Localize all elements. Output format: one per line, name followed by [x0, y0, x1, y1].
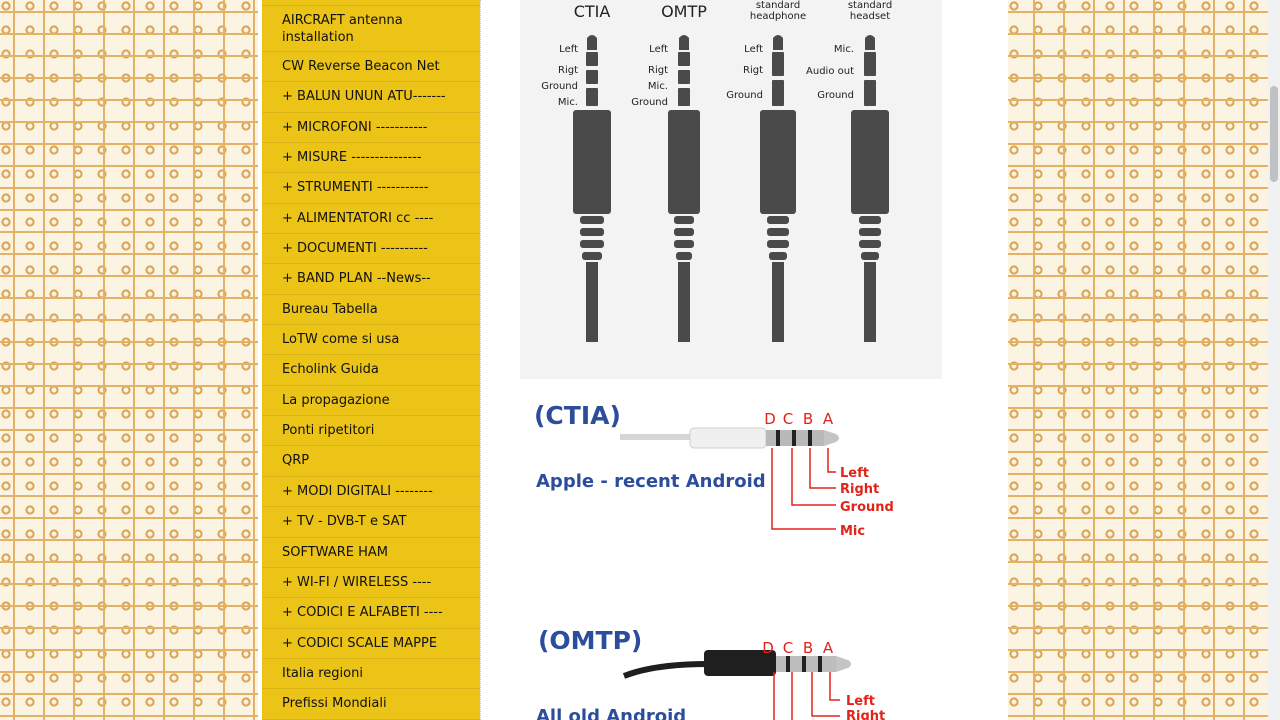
vertical-scrollbar[interactable] — [1268, 0, 1280, 720]
ctia-contact-d: D — [764, 410, 776, 428]
sidebar-item-ponti-ripetitori[interactable]: Ponti ripetitori — [262, 416, 480, 447]
column-divider — [480, 0, 482, 720]
omtp-contact-d: D — [762, 639, 774, 657]
sidebar-item-prefissi-mondiali[interactable]: Prefissi Mondiali — [262, 689, 480, 720]
ctia-pinout-image: (CTIA) Apple - recent Android D C B A Le… — [534, 401, 894, 539]
headset-label-mic: Mic. — [834, 44, 854, 55]
ctia-pin-leaders — [771, 448, 836, 530]
sidebar-item-bureau-tabella[interactable]: Bureau Tabella — [262, 295, 480, 326]
ctia-heading: (CTIA) — [534, 401, 621, 430]
headphone-label-left: Left — [744, 44, 763, 55]
headphone-label-ground: Ground — [726, 90, 763, 101]
sidebar-item-alimentatori[interactable]: + ALIMENTATORI cc ---- — [262, 204, 480, 235]
jack-title-omtp: OMTP — [661, 2, 707, 21]
ctia-subtitle: Apple - recent Android — [536, 471, 766, 492]
omtp-label-right: Rigt — [648, 65, 668, 76]
scrollbar-thumb[interactable] — [1270, 86, 1278, 182]
sidebar-item-software-ham[interactable]: SOFTWARE HAM — [262, 538, 480, 568]
sidebar-item-qrp[interactable]: QRP — [262, 446, 480, 477]
omtp-contact-a: A — [823, 639, 834, 657]
sidebar-item-balun-unun-atu[interactable]: + BALUN UNUN ATU------- — [262, 82, 480, 113]
sidebar-item-documenti[interactable]: + DOCUMENTI ---------- — [262, 234, 480, 265]
sidebar-menu: AIRCRAFT antenna installation CW Reverse… — [262, 0, 480, 720]
jack-title-ctia: CTIA — [574, 2, 611, 21]
sidebar-item-microfoni[interactable]: + MICROFONI ----------- — [262, 113, 480, 144]
jack-standard-headphone — [760, 35, 796, 342]
headset-label-ground: Ground — [817, 90, 854, 101]
omtp-heading: (OMTP) — [538, 626, 642, 655]
ctia-pin-right: Right — [840, 482, 879, 497]
ctia-label-ground: Ground — [541, 81, 578, 92]
sidebar-item-italia-regioni[interactable]: Italia regioni — [262, 659, 480, 690]
jack-omtp — [668, 35, 700, 342]
main-content: CTIA OMTP standard headphone standard he… — [482, 0, 1006, 720]
ctia-pin-ground: Ground — [840, 500, 894, 515]
omtp-label-left: Left — [649, 44, 668, 55]
sidebar-item-lotw[interactable]: LoTW come si usa — [262, 325, 480, 356]
sidebar-item-echolink[interactable]: Echolink Guida — [262, 355, 480, 386]
jack-standard-headset — [851, 35, 889, 342]
omtp-plug — [622, 650, 851, 679]
jack-title-headset-line2: headset — [850, 11, 890, 22]
ctia-contact-a: A — [823, 410, 834, 428]
omtp-subtitle: All old Android — [536, 706, 686, 720]
sidebar-menu-list: AIRCRAFT antenna installation CW Reverse… — [262, 6, 480, 720]
ctia-pin-left: Left — [840, 466, 869, 481]
jack-comparison-image: CTIA OMTP standard headphone standard he… — [520, 0, 942, 379]
sidebar-item-band-plan[interactable]: + BAND PLAN --News-- — [262, 264, 480, 295]
ctia-contact-b: B — [803, 410, 813, 428]
ctia-plug — [620, 427, 839, 449]
sidebar-item-cw-reverse-beacon[interactable]: CW Reverse Beacon Net — [262, 52, 480, 83]
omtp-pin-leaders — [773, 672, 840, 720]
jack-title-headphone-line1: standard — [756, 0, 800, 11]
sidebar-item-strumenti[interactable]: + STRUMENTI ----------- — [262, 173, 480, 204]
sidebar-item-tv-dvb[interactable]: + TV - DVB-T e SAT — [262, 507, 480, 538]
jack-comparison-diagram: CTIA OMTP standard headphone standard he… — [541, 0, 892, 342]
sidebar-item-misure[interactable]: + MISURE --------------- — [262, 143, 480, 174]
jack-title-headphone-line2: headphone — [750, 11, 806, 22]
omtp-pin-right: Right — [846, 709, 885, 720]
sidebar-item-aircraft-antenna[interactable]: AIRCRAFT antenna installation — [262, 6, 480, 52]
ctia-label-right: Rigt — [558, 65, 578, 76]
headphone-label-right: Rigt — [743, 65, 763, 76]
sidebar-item-codici-alfabeti[interactable]: + CODICI E ALFABETI ---- — [262, 598, 480, 629]
omtp-label-mic: Mic. — [648, 81, 668, 92]
sidebar-item-propagazione[interactable]: La propagazione — [262, 386, 480, 417]
jack-ctia — [573, 35, 611, 342]
omtp-pinout-image: (OMTP) All old Android D C B A Left Righ… — [536, 626, 885, 720]
omtp-contact-b: B — [803, 639, 813, 657]
sidebar-item-wifi-wireless[interactable]: + WI-FI / WIRELESS ---- — [262, 568, 480, 599]
omtp-contact-c: C — [783, 639, 793, 657]
sidebar-item-codici-scale-mappe[interactable]: + CODICI SCALE MAPPE — [262, 629, 480, 659]
headset-label-audio-out: Audio out — [806, 66, 854, 77]
ctia-label-mic: Mic. — [558, 97, 578, 108]
omtp-pin-left: Left — [846, 694, 875, 709]
sidebar-top-divider — [262, 0, 480, 6]
omtp-label-ground: Ground — [631, 97, 668, 108]
sidebar-item-modi-digitali[interactable]: + MODI DIGITALI -------- — [262, 477, 480, 508]
ctia-label-left: Left — [559, 44, 578, 55]
ctia-contact-c: C — [783, 410, 793, 428]
jack-title-headset-line1: standard — [848, 0, 892, 11]
ctia-pin-mic: Mic — [840, 524, 865, 539]
